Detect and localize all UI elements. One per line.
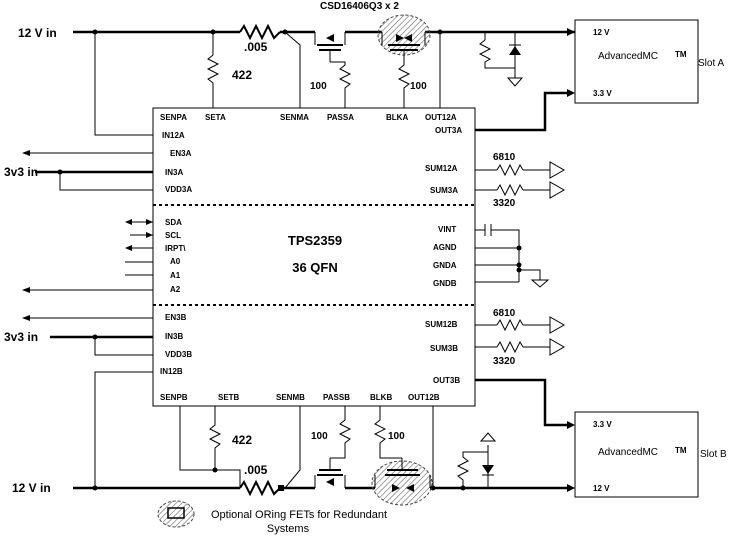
pin-vint: VINT	[438, 225, 456, 234]
slot-a-protection	[478, 32, 524, 87]
i2c-lines	[22, 219, 153, 293]
rail-12v-top: 12 V in	[18, 26, 57, 40]
sum12b-value: 6810	[493, 308, 516, 319]
sum12a-value: 6810	[493, 152, 516, 163]
pin-blkb: BLKB	[370, 393, 392, 402]
pin-vdd3a: VDD3A	[165, 185, 192, 194]
ic-package: 36 QFN	[292, 260, 338, 275]
pin-seta: SETA	[205, 113, 226, 122]
sense-a-value: .005	[244, 40, 268, 54]
slot-b-box	[574, 411, 699, 498]
pin-en3a: EN3A	[170, 149, 192, 158]
legend-line2: Systems	[267, 523, 310, 535]
sum3a-value: 3320	[493, 198, 516, 209]
pin-a0: A0	[170, 257, 181, 266]
pin-agnd: AGND	[433, 243, 457, 252]
pin-senmb: SENMB	[276, 393, 305, 402]
pin-sum3a: SUM3A	[430, 186, 458, 195]
top-12v-rail	[73, 28, 575, 36]
mosfet-b1	[314, 458, 346, 488]
ic-name: TPS2359	[288, 233, 342, 248]
pin-vdd3b: VDD3B	[165, 350, 192, 359]
sum-b-networks	[475, 316, 566, 356]
pin-out12b: OUT12B	[408, 393, 440, 402]
blk-a-value: 100	[410, 81, 427, 92]
ic-body	[152, 107, 476, 407]
pin-gnda: GNDA	[433, 261, 457, 270]
pin-sum12a: SUM12A	[425, 164, 458, 173]
pin-sda: SDA	[165, 218, 182, 227]
pin-senma: SENMA	[280, 113, 309, 122]
slot-a-12v: 12 V	[593, 28, 610, 37]
pin-sum12b: SUM12B	[425, 320, 458, 329]
set-a-value: 422	[232, 68, 252, 82]
pin-passb: PASSB	[323, 393, 350, 402]
sense-resistor-a	[239, 23, 281, 41]
left-a-connections	[22, 150, 153, 191]
pin-out3a: OUT3A	[435, 126, 462, 135]
slot-b-protection	[456, 432, 497, 488]
slot-a-33v: 3.3 V	[593, 89, 612, 98]
legend-line1: Optional ORing FETs for Redundant	[211, 509, 387, 521]
pin-gndb: GNDB	[433, 279, 457, 288]
pin-out3b: OUT3B	[433, 376, 460, 385]
sense-resistor-b	[239, 479, 281, 497]
rail-3v3-a: 3v3 in	[4, 165, 38, 179]
pass-b-value: 100	[311, 431, 328, 442]
slot-b-name: AdvancedMC	[598, 447, 658, 458]
slot-a-name: AdvancedMC	[598, 51, 658, 62]
mosfet-a2-optional	[377, 14, 431, 62]
blk-b-value: 100	[388, 431, 405, 442]
pin-setb: SETB	[218, 393, 240, 402]
slot-b-12v: 12 V	[593, 484, 610, 493]
slot-b-label: Slot B	[700, 449, 727, 460]
slot-a-label: Slot A	[698, 58, 724, 69]
pin-out12a: OUT12A	[425, 113, 457, 122]
pin-irpt: IRPT\	[165, 244, 186, 253]
pin-senpa: SENPA	[160, 113, 187, 122]
pin-senpb: SENPB	[160, 393, 188, 402]
pin-in3a: IN3A	[165, 168, 183, 177]
pin-in12a: IN12A	[162, 131, 185, 140]
left-b-connections	[22, 315, 153, 488]
pin-in12b: IN12B	[160, 367, 183, 376]
set-b-value: 422	[232, 433, 252, 447]
pin-sum3b: SUM3B	[430, 344, 458, 353]
slot-b-tm: TM	[675, 446, 687, 455]
mosfet-a1	[314, 32, 346, 62]
pin-in3b: IN3B	[165, 332, 183, 341]
sum3b-value: 3320	[493, 356, 516, 367]
sum-a-networks	[475, 161, 566, 199]
pin-a2: A2	[170, 285, 181, 294]
legend-hatched-fet-icon	[157, 500, 195, 528]
sense-b-value: .005	[244, 463, 268, 477]
rail-3v3-b: 3v3 in	[4, 330, 38, 344]
slot-a-box	[574, 19, 699, 104]
pin-scl: SCL	[165, 231, 181, 240]
pin-a1: A1	[170, 271, 181, 280]
rail-12v-bottom: 12 V in	[12, 481, 51, 495]
pin-blka: BLKA	[386, 113, 408, 122]
vint-ground-network	[475, 224, 550, 288]
fet-part-label: CSD16406Q3 x 2	[320, 1, 399, 12]
bottom-12v-rail	[73, 467, 575, 492]
mosfet-b2-optional	[371, 458, 433, 506]
slot-b-33v: 3.3 V	[593, 420, 612, 429]
pin-en3b: EN3B	[165, 313, 187, 322]
pass-a-value: 100	[310, 81, 327, 92]
pin-passa: PASSA	[327, 113, 354, 122]
slot-a-tm: TM	[675, 50, 687, 59]
